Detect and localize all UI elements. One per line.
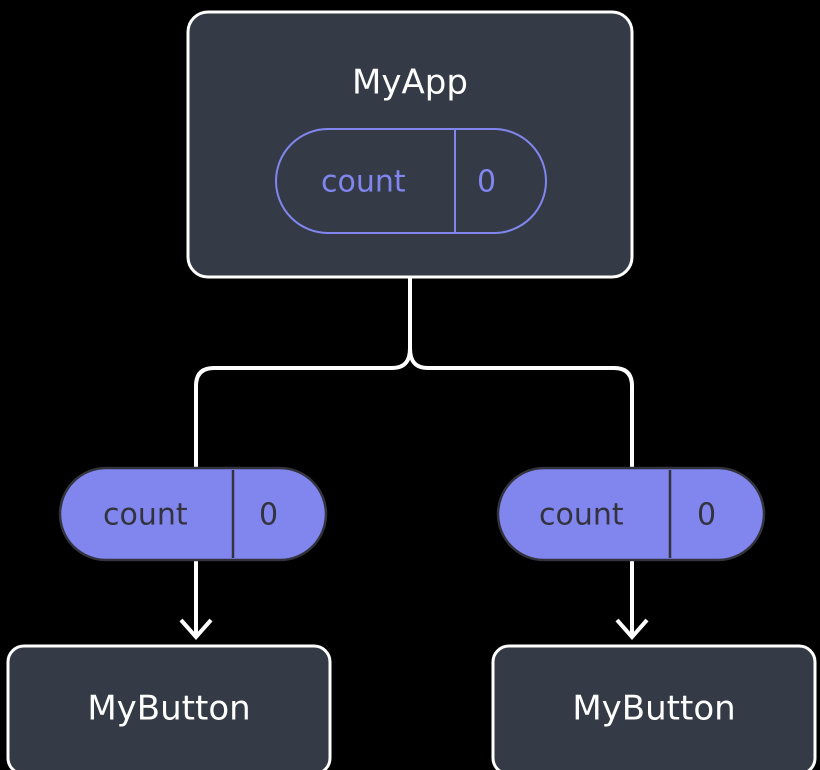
prop-pill-left[interactable]: count 0: [58, 466, 328, 562]
edge-root-to-left-pill: [194, 347, 412, 470]
prop-pill-right-key: count: [539, 498, 624, 533]
node-mybutton-right-border: [491, 644, 817, 770]
state-pill-root-shape: [275, 128, 547, 234]
node-mybutton-left[interactable]: MyButton: [6, 644, 332, 770]
node-myapp-border: [186, 10, 634, 279]
prop-pill-left-key: count: [103, 498, 188, 533]
state-pill-root-key: count: [321, 165, 406, 200]
node-myapp-title: MyApp: [352, 63, 468, 103]
node-mybutton-right-background: [493, 646, 815, 770]
node-mybutton-right[interactable]: MyButton: [491, 644, 817, 770]
node-mybutton-right-title: MyButton: [572, 689, 735, 729]
edge-root-to-right-pill: [408, 347, 634, 470]
prop-pill-left-shape: [58, 466, 328, 562]
state-pill-root-value: 0: [477, 165, 496, 200]
node-myapp[interactable]: MyApp count 0: [186, 10, 634, 279]
arrowhead-left: [179, 618, 213, 641]
node-mybutton-left-border: [6, 644, 332, 770]
state-pill-root[interactable]: count 0: [275, 128, 547, 234]
arrowhead-right: [615, 618, 649, 641]
node-mybutton-left-title: MyButton: [87, 689, 250, 729]
prop-pill-left-value: 0: [259, 498, 278, 533]
node-myapp-background: [188, 12, 632, 277]
prop-pill-right-value: 0: [697, 498, 716, 533]
prop-pill-right[interactable]: count 0: [496, 466, 766, 562]
edge-group: [179, 277, 649, 641]
prop-pill-right-shape: [496, 466, 766, 562]
node-mybutton-left-background: [8, 646, 330, 770]
